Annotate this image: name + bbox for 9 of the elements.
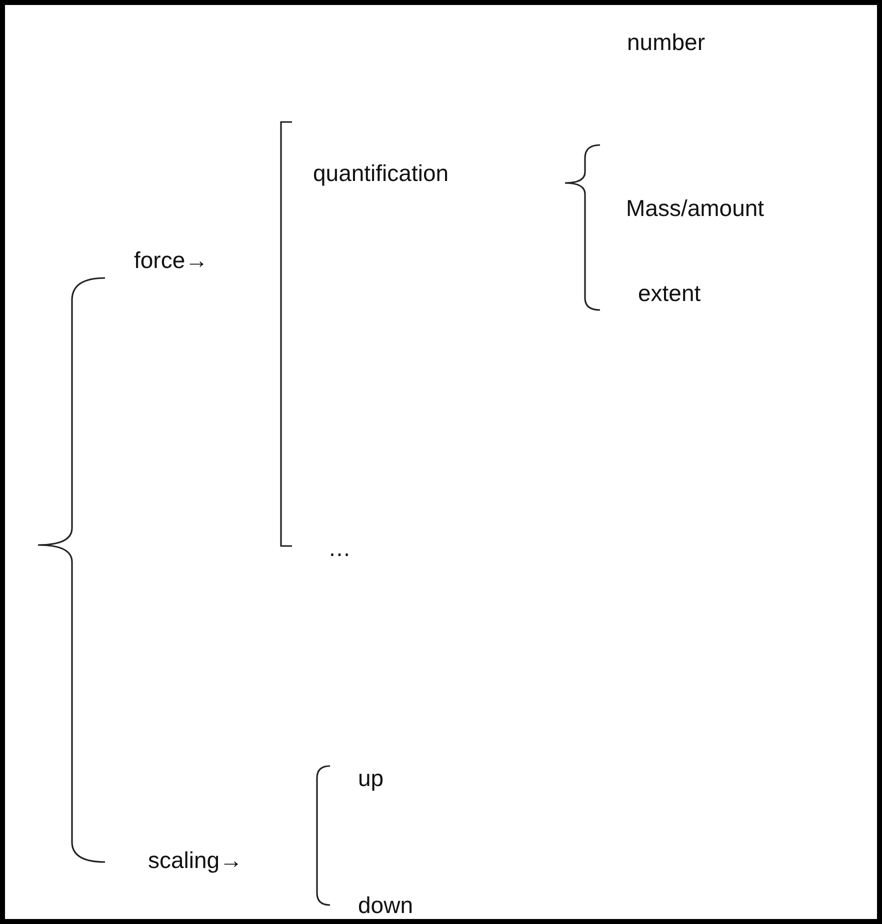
term-label: number <box>627 28 705 56</box>
term-label: scaling→ <box>148 846 243 874</box>
term-label: … <box>328 534 351 562</box>
term-label: force→ <box>134 246 208 274</box>
term-label: Mass/amount <box>626 194 764 222</box>
term-label: quantification <box>313 159 449 187</box>
term-label: down <box>358 891 413 919</box>
term-label: up <box>358 764 384 792</box>
term-label: extent <box>638 279 701 307</box>
